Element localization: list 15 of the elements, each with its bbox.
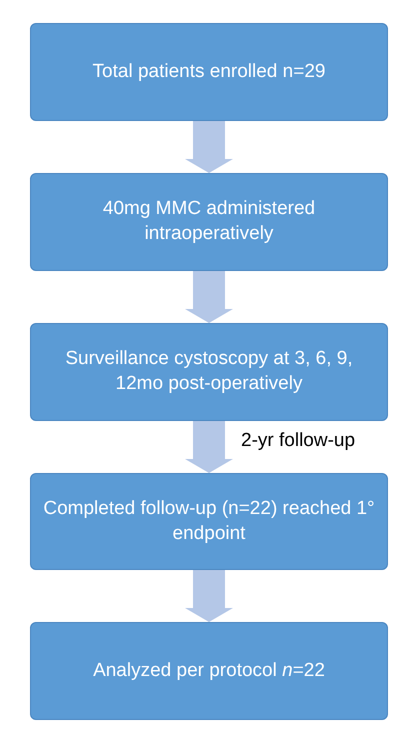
edge-label: 2-yr follow-up <box>241 429 356 453</box>
block-arrow <box>185 271 233 323</box>
box-text: 40mg MMC administered intraoperatively <box>102 197 316 246</box>
process-box <box>30 473 388 570</box>
block-arrow <box>185 121 233 173</box>
box-text: Surveillance cystoscopy at 3, 6, 9, 12mo post-operatively <box>64 347 354 396</box>
box-text: Analyzed per protocol n=22 <box>93 658 325 683</box>
block-arrow <box>185 570 233 622</box>
process-box <box>30 323 388 421</box>
process-box <box>30 622 388 720</box>
block-arrow <box>185 421 233 473</box>
process-box <box>30 23 388 121</box>
box-text: Completed follow-up (n=22) reached 1° endpoint <box>43 496 375 546</box>
box-text: Total patients enrolled n=29 <box>92 60 326 84</box>
process-box <box>30 173 388 271</box>
